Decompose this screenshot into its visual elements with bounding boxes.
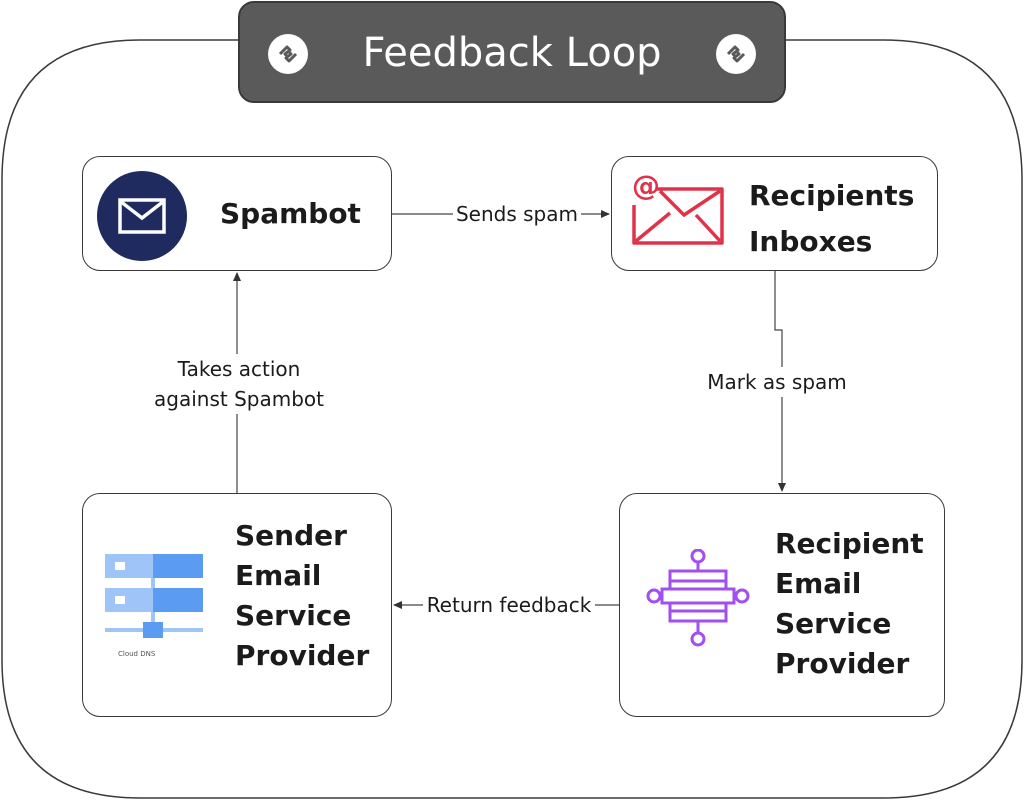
edge-label-takes-action: Takes action against Spambot bbox=[148, 354, 330, 414]
diagram-logo-icon bbox=[716, 34, 756, 74]
node-sender-esp: Cloud DNS Sender Email Service Provider bbox=[82, 493, 392, 717]
spambot-label: Spambot bbox=[220, 197, 361, 230]
cloud-dns-caption: Cloud DNS bbox=[118, 650, 156, 658]
outer-loop-border bbox=[1, 39, 1023, 799]
edge-label-sends-spam: Sends spam bbox=[453, 199, 581, 229]
node-spambot: Spambot bbox=[82, 156, 392, 271]
envelope-icon bbox=[97, 171, 187, 261]
edge-label-return-feedback: Return feedback bbox=[423, 590, 595, 620]
sender-esp-label: Sender Email Service Provider bbox=[235, 519, 370, 672]
node-recipient-esp: Recipient Email Service Provider bbox=[619, 493, 945, 717]
edge-label-mark-as-spam: Mark as spam bbox=[703, 367, 851, 397]
cloud-dns-icon bbox=[105, 554, 203, 638]
edge-mark-as-spam bbox=[774, 271, 786, 492]
integration-flow-icon bbox=[646, 549, 750, 647]
diagram-title: Feedback Loop bbox=[362, 30, 662, 76]
node-recipients-inboxes: @ Recipients Inboxes bbox=[611, 156, 938, 271]
recipients-inboxes-label: Recipients Inboxes bbox=[749, 179, 915, 258]
title-bar: Feedback Loop bbox=[238, 1, 786, 103]
recipient-esp-label: Recipient Email Service Provider bbox=[775, 527, 924, 680]
svg-text:@: @ bbox=[632, 169, 660, 202]
at-envelope-icon: @ bbox=[632, 169, 724, 245]
diagram-logo-icon bbox=[268, 34, 308, 74]
